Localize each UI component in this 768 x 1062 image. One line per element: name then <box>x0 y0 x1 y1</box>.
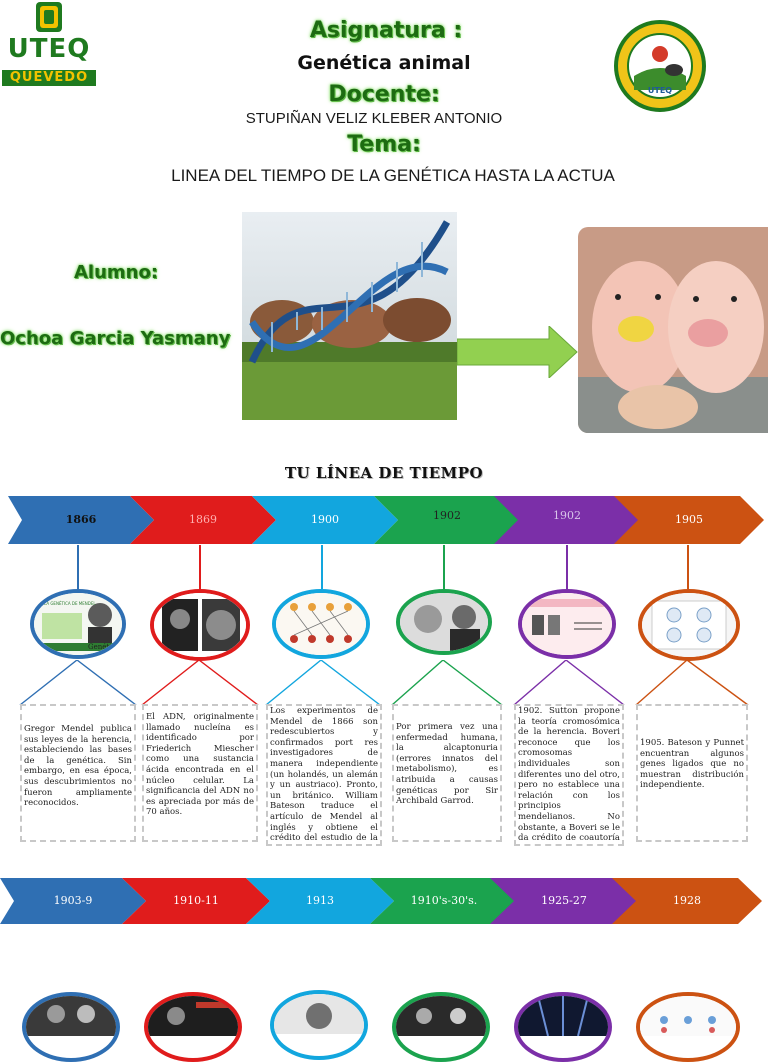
desc-1869: El ADN, originalmente llamado nucleína e… <box>142 704 258 842</box>
thumb-mendel-caption: Genética <box>88 643 120 651</box>
connector-line <box>443 545 445 589</box>
thumb-1925-27 <box>514 992 612 1062</box>
year-label: 1910-11 <box>173 894 219 907</box>
year-label: 1900 <box>311 513 339 526</box>
thumb-mendel-title: LA GENÉTICA DE MENDEL <box>44 601 96 606</box>
thumb-miescher <box>150 589 250 661</box>
year-label: 1902 <box>553 509 581 522</box>
connector-line <box>566 545 568 589</box>
chevron-1902-b: 1902 <box>494 496 644 544</box>
desc-text: Gregor Mendel publica sus leyes de la he… <box>24 724 132 809</box>
thumb-1910s-30s <box>392 992 490 1062</box>
desc-text: Los experimentos de Mendel de 1866 son r… <box>270 706 378 844</box>
year-label: 1925-27 <box>541 894 587 907</box>
desc-text: El ADN, originalmente llamado nucleína e… <box>146 712 254 818</box>
faculty-seal-text: UTEQ <box>647 86 673 95</box>
thumb-1913 <box>270 990 368 1060</box>
pigs-photo <box>578 227 768 433</box>
connector-line <box>199 545 201 589</box>
desc-1866: Gregor Mendel publica sus leyes de la he… <box>20 704 136 842</box>
dna-cattle-photo <box>242 212 457 420</box>
year-label: 1910's-30's. <box>410 894 478 907</box>
uteq-logo-subtext: QUEVEDO <box>9 70 89 85</box>
timeline-title: TU LÍNEA DE TIEMPO <box>284 464 484 482</box>
connector-line <box>687 545 689 589</box>
chevron-1902-a: 1902 <box>374 496 524 544</box>
thumb-1910-11 <box>144 992 242 1062</box>
connector-line <box>321 545 323 589</box>
arrow-right-icon <box>456 324 579 380</box>
desc-text: 1902. Sutton propone la teoría cromosómi… <box>518 706 620 844</box>
desc-1900: Los experimentos de Mendel de 1866 son r… <box>266 704 382 846</box>
thumb-bateson-punnet <box>638 589 740 661</box>
year-label: 1869 <box>189 513 217 526</box>
desc-1902-a: Por primera vez una enfermedad humana, l… <box>392 704 502 842</box>
uteq-logo-text: UTEQ <box>7 34 91 64</box>
alumno-value: Ochoa Garcia Yasmany <box>0 328 231 349</box>
alumno-label: Alumno: <box>74 262 159 283</box>
chevron-1866: 1866 <box>8 496 158 544</box>
year-label: 1928 <box>673 894 701 907</box>
chevron-1905: 1905 <box>614 496 768 544</box>
chevron-1910s-30s: 1910's-30's. <box>370 878 520 924</box>
faculty-seal-logo: UTEQ <box>614 20 706 112</box>
thumb-sutton <box>518 589 616 659</box>
thumb-1903-9 <box>22 992 120 1062</box>
year-label: 1905 <box>675 513 703 526</box>
asignatura-label: Asignatura : <box>309 18 463 43</box>
year-label: 1903-9 <box>53 894 93 907</box>
year-label: 1913 <box>306 894 334 907</box>
timeline-row-2: 1903-9 1910-11 1913 1910's-30's. 1925-27… <box>0 878 768 924</box>
year-label: 1902 <box>433 509 461 522</box>
chevron-1903-9: 1903-9 <box>0 878 148 924</box>
desc-text: Por primera vez una enfermedad humana, l… <box>396 722 498 807</box>
tema-value: LINEA DEL TIEMPO DE LA GENÉTICA HASTA LA… <box>171 166 615 185</box>
chevron-1869: 1869 <box>130 496 280 544</box>
chevron-1900: 1900 <box>252 496 402 544</box>
asignatura-value: Genética animal <box>297 52 471 74</box>
connector-line <box>77 545 79 589</box>
desc-1902-b: 1902. Sutton propone la teoría cromosómi… <box>514 704 624 846</box>
thumb-mendel-rediscovery <box>272 589 370 659</box>
timeline-row-1: 1866 1869 1900 1902 1902 1905 <box>0 496 768 544</box>
docente-value: STUPIÑAN VELIZ KLEBER ANTONIO <box>245 110 503 127</box>
chevron-1928: 1928 <box>612 878 768 924</box>
thumb-mendel: LA GENÉTICA DE MENDEL Genética <box>30 589 126 659</box>
chevron-1913: 1913 <box>246 878 396 924</box>
chevron-1925-27: 1925-27 <box>490 878 640 924</box>
tema-label: Tema: <box>347 132 421 157</box>
docente-label: Docente: <box>328 82 440 107</box>
thumb-garrod <box>396 589 492 655</box>
desc-text: 1905. Bateson y Punnet encuentran alguno… <box>640 738 744 791</box>
desc-1905: 1905. Bateson y Punnet encuentran alguno… <box>636 704 748 842</box>
box-connectors <box>19 660 749 706</box>
uteq-logo: UTEQ QUEVEDO <box>0 0 98 92</box>
year-label: 1866 <box>65 513 97 526</box>
chevron-1910-11: 1910-11 <box>122 878 272 924</box>
thumb-1928 <box>636 992 740 1062</box>
